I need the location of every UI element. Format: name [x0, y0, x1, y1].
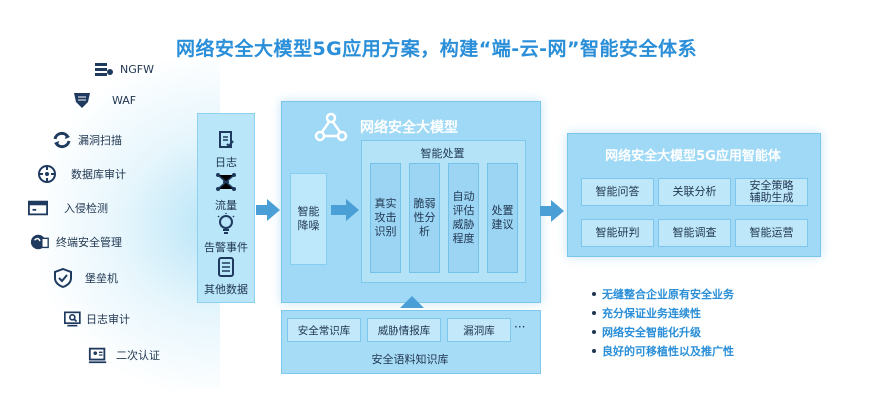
- model-network-icon: [314, 112, 348, 146]
- benefit-text: 良好的可移植性以及推广性: [602, 345, 734, 358]
- data-item-log: 日志: [198, 130, 254, 170]
- firewall-icon: [94, 60, 114, 78]
- knowledge-base-label: 安全语料知识库: [371, 353, 449, 366]
- flow-arrow-head: [267, 199, 280, 221]
- source-item-second-auth: 二次认证: [88, 346, 160, 364]
- benefit-bullet: 无缝整合企业原有安全业务: [592, 286, 734, 302]
- source-item-ngfw: NGFW: [94, 60, 154, 78]
- source-item-terminal: 终端安全管理: [30, 233, 122, 251]
- log-doc-icon: [198, 130, 254, 154]
- benefit-bullet: 网络安全智能化升级: [592, 324, 701, 340]
- flow-arrow-head: [346, 199, 359, 221]
- app-function-box: 智能研判: [581, 219, 654, 247]
- knowledge-item: 威胁情报库: [367, 318, 441, 342]
- benefit-text: 充分保证业务连续性: [602, 307, 701, 320]
- terminal-security-icon: [30, 233, 50, 251]
- data-label: 日志: [215, 156, 237, 169]
- source-item-waf: WAF: [72, 91, 136, 109]
- handling-column-label: 真实攻击识别: [374, 197, 397, 238]
- source-label: 日志审计: [86, 313, 130, 326]
- knowledge-item: 安全常识库: [287, 318, 361, 342]
- source-label: 堡垒机: [85, 272, 118, 285]
- app-function-box: 关联分析: [658, 178, 731, 206]
- bullet-dot: [592, 349, 596, 353]
- source-item-intrusion: 入侵检测: [28, 199, 108, 217]
- flow-arrow-shaft: [540, 206, 552, 216]
- handling-column: 自动评估威胁程度: [448, 163, 479, 273]
- alert-bulb-icon: [198, 213, 254, 239]
- page-title: 网络安全大模型5G应用方案，构建“端-云-网”智能安全体系: [175, 38, 698, 60]
- data-label: 流量: [215, 199, 237, 212]
- data-item-alert: 告警事件: [198, 213, 254, 255]
- handling-column-label: 脆弱性分析: [413, 197, 436, 238]
- app-title: 网络安全大模型5G应用智能体: [605, 149, 781, 164]
- smart-handling-title: 智能处置: [420, 147, 465, 160]
- flow-arrow-head: [551, 200, 564, 222]
- app-function-box: 智能调查: [658, 219, 731, 247]
- source-label: 终端安全管理: [56, 236, 122, 249]
- refresh-scan-icon: [52, 131, 72, 149]
- data-label: 告警事件: [204, 241, 248, 254]
- bullet-dot: [592, 311, 596, 315]
- bullet-dot: [592, 292, 596, 296]
- data-item-traffic: 流量: [198, 171, 254, 213]
- secondary-auth-icon: [88, 346, 108, 364]
- handling-column: 真实攻击识别: [370, 163, 401, 273]
- handling-column-label: 自动评估威胁程度: [452, 190, 475, 245]
- source-label: WAF: [112, 93, 137, 107]
- benefit-text: 无缝整合企业原有安全业务: [602, 288, 734, 301]
- data-item-other: 其他数据: [198, 257, 254, 297]
- handling-column-label: 处置建议: [491, 204, 514, 231]
- source-label: 数据库审计: [71, 168, 126, 181]
- app-function-box: 安全策略辅助生成: [735, 178, 808, 206]
- app-function-box: 智能问答: [581, 178, 654, 206]
- bastion-shield-icon: [53, 268, 73, 288]
- source-glow: [40, 60, 220, 390]
- data-label: 其他数据: [204, 283, 248, 296]
- up-arrow-head: [400, 296, 424, 308]
- other-data-icon: [198, 257, 254, 281]
- benefit-bullet: 良好的可移植性以及推广性: [592, 343, 734, 359]
- benefit-text: 网络安全智能化升级: [602, 326, 701, 339]
- source-label: 漏洞扫描: [78, 134, 122, 147]
- benefit-bullet: 充分保证业务连续性: [592, 305, 701, 321]
- bullet-dot: [592, 330, 596, 334]
- source-item-bastion: 堡垒机: [53, 268, 118, 288]
- flow-arrow-shaft: [331, 205, 347, 215]
- flow-arrow-shaft: [256, 205, 268, 215]
- noise-reduction-box: 智能降噪: [290, 173, 327, 265]
- source-label: 入侵检测: [64, 202, 108, 215]
- database-audit-icon: [37, 165, 57, 183]
- knowledge-item: 漏洞库: [447, 318, 511, 342]
- source-label: NGFW: [120, 62, 154, 76]
- source-item-db-audit: 数据库审计: [37, 165, 126, 183]
- source-item-log-audit: 日志审计: [64, 310, 130, 328]
- app-function-box: 智能运营: [735, 219, 808, 247]
- data-panel: 日志 流量 告警事件 其他数据: [197, 113, 255, 303]
- handling-column: 脆弱性分析: [409, 163, 440, 273]
- knowledge-more: ···: [514, 320, 526, 334]
- log-audit-icon: [64, 310, 84, 328]
- shield-icon: [72, 91, 92, 109]
- traffic-network-icon: [198, 171, 254, 197]
- handling-column: 处置建议: [487, 163, 518, 273]
- noise-reduction-label: 智能降噪: [297, 205, 320, 232]
- app-function-label: 安全策略辅助生成: [749, 179, 794, 204]
- intrusion-monitor-icon: [28, 199, 48, 217]
- source-item-vuln-scan: 漏洞扫描: [52, 131, 122, 149]
- source-label: 二次认证: [116, 349, 160, 362]
- model-title: 网络安全大模型: [360, 120, 458, 136]
